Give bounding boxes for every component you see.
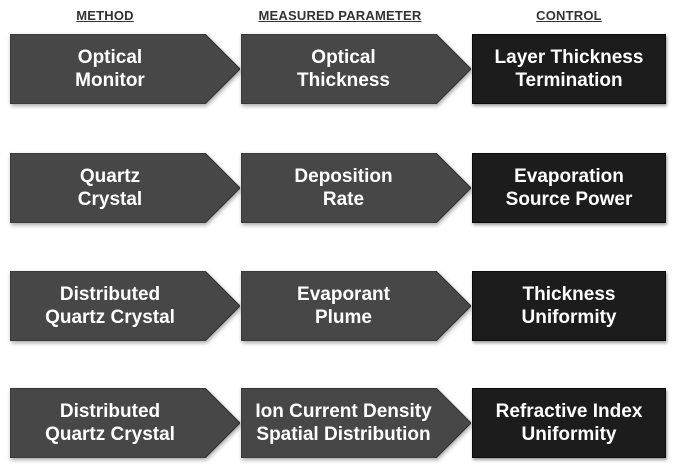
diagram-row-1: Optical Monitor Optical Thickness Layer … <box>0 34 676 104</box>
diagram-row-4: Distributed Quartz Crystal Ion Current D… <box>0 388 676 458</box>
control-box-fill <box>472 34 666 104</box>
arrow-shape <box>10 271 240 341</box>
control-box-fill <box>472 271 666 341</box>
control-box: Refractive Index Uniformity <box>472 388 666 458</box>
control-label: Evaporation Source Power <box>505 166 633 210</box>
parameter-label: Ion Current Density Spatial Distribution <box>255 401 432 445</box>
arrow-shape <box>10 388 240 458</box>
arrow-shape <box>241 153 471 223</box>
method-arrow: Distributed Quartz Crystal <box>10 388 240 458</box>
diagram-row-3: Distributed Quartz Crystal Evaporant Plu… <box>0 271 676 341</box>
control-box: Thickness Uniformity <box>472 271 666 341</box>
arrow-shape <box>10 153 240 223</box>
control-box-fill <box>472 153 666 223</box>
parameter-arrow: Deposition Rate <box>241 153 471 223</box>
method-arrow: Quartz Crystal <box>10 153 240 223</box>
control-label: Refractive Index Uniformity <box>495 401 643 445</box>
parameter-label: Optical Thickness <box>297 47 390 91</box>
header-method: METHOD <box>76 8 134 23</box>
control-label: Layer Thickness Termination <box>494 47 644 91</box>
control-label: Thickness Uniformity <box>521 284 617 328</box>
method-arrow: Distributed Quartz Crystal <box>10 271 240 341</box>
diagram-row-2: Quartz Crystal Deposition Rate Evaporati… <box>0 153 676 223</box>
method-label: Distributed Quartz Crystal <box>45 284 175 328</box>
control-box: Layer Thickness Termination <box>472 34 666 104</box>
header-measured-parameter: MEASURED PARAMETER <box>258 8 422 23</box>
parameter-arrow: Ion Current Density Spatial Distribution <box>241 388 471 458</box>
arrow-shape <box>241 271 471 341</box>
method-label: Optical Monitor <box>75 47 145 91</box>
method-arrow: Optical Monitor <box>10 34 240 104</box>
arrow-shape <box>10 34 240 104</box>
arrow-shape <box>241 388 471 458</box>
control-box-fill <box>472 388 666 458</box>
control-box: Evaporation Source Power <box>472 153 666 223</box>
parameter-label: Deposition Rate <box>294 166 393 210</box>
header-control: CONTROL <box>536 8 602 23</box>
arrow-shape <box>241 34 471 104</box>
parameter-arrow: Evaporant Plume <box>241 271 471 341</box>
method-label: Distributed Quartz Crystal <box>45 401 175 445</box>
parameter-label: Evaporant Plume <box>297 284 390 328</box>
parameter-arrow: Optical Thickness <box>241 34 471 104</box>
method-label: Quartz Crystal <box>77 166 143 210</box>
